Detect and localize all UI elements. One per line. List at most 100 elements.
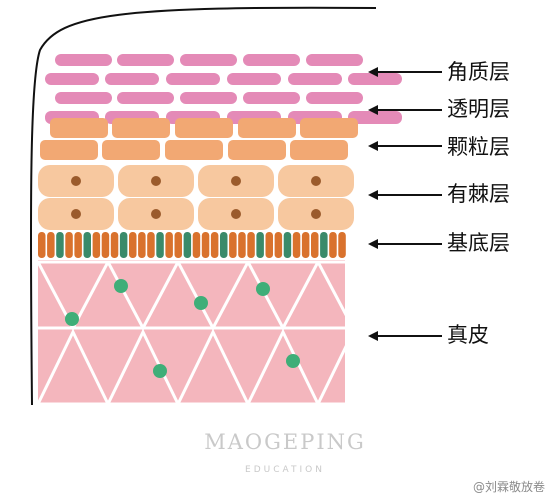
dermis-tissue (35, 260, 391, 406)
basal-cell (265, 232, 273, 258)
dermis-dot (65, 312, 79, 326)
dermis-triangle (35, 260, 111, 332)
cell-nucleus (311, 176, 321, 186)
brand-subtitle: EDUCATION (245, 465, 325, 475)
corneum-cell (243, 92, 300, 104)
basal-cell (256, 232, 264, 258)
granular-cell (290, 140, 348, 160)
basal-cell (183, 232, 192, 258)
corneum-cell (306, 54, 363, 66)
basal-cell (274, 232, 283, 258)
cell-nucleus (311, 209, 321, 219)
corneum-cell (105, 73, 159, 85)
watermark: @刘霖敬放卷 (472, 480, 545, 494)
basal-cell (329, 232, 337, 258)
stratum-corneum-cells (45, 54, 402, 104)
label-dermis: 真皮 (447, 323, 489, 347)
arrowhead (368, 67, 378, 77)
basal-cell (292, 232, 301, 258)
granular-cell (50, 118, 108, 138)
label-stratum-corneum: 角质层 (447, 60, 510, 84)
corneum-cell (288, 73, 342, 85)
basal-cell (65, 232, 73, 258)
basal-cell (38, 232, 46, 258)
dermis-dot (114, 279, 128, 293)
basal-cell (238, 232, 246, 258)
corneum-cell (166, 73, 220, 85)
cell-nucleus (231, 176, 241, 186)
skin-outline (29, 6, 377, 406)
corneum-cell (348, 73, 402, 85)
corneum-cell (55, 92, 112, 104)
arrowhead (368, 331, 378, 341)
cell-nucleus (71, 209, 81, 219)
basal-cell (83, 232, 91, 258)
cell-nucleus (231, 209, 241, 219)
basal-cell (74, 232, 82, 258)
label-stratum-spinosum: 有棘层 (447, 182, 510, 206)
basal-cell (301, 232, 310, 258)
basal-cell (156, 232, 164, 258)
dermis-dot (286, 354, 300, 368)
basal-cell (92, 232, 101, 258)
corneum-cell (180, 54, 237, 66)
basal-cell (56, 232, 64, 258)
dermis-dot (153, 364, 167, 378)
basal-cell (129, 232, 137, 258)
dermis-triangle (245, 328, 321, 406)
dermis-triangle (105, 260, 181, 332)
arrowhead (368, 141, 378, 151)
corneum-cell (306, 92, 363, 104)
dermis-dot (256, 282, 270, 296)
cell-nucleus (71, 176, 81, 186)
stratum-basale-cells (38, 232, 346, 258)
cell-nucleus (151, 176, 161, 186)
arrowhead (368, 190, 378, 200)
basal-cell (110, 232, 119, 258)
dermis-triangle (175, 260, 251, 332)
basal-cell (247, 232, 255, 258)
corneum-cell (55, 54, 112, 66)
granular-cell (112, 118, 170, 138)
dermis-triangle (175, 328, 251, 406)
granular-cell (175, 118, 233, 138)
basal-cell (101, 232, 110, 258)
dermis-dot (194, 296, 208, 310)
basal-cell (220, 232, 228, 258)
basal-cell (147, 232, 155, 258)
dermis-triangle (35, 328, 111, 406)
basal-cell (201, 232, 210, 258)
basal-cell (283, 232, 292, 258)
brand-logo-text: MAOGEPING (204, 430, 366, 454)
corneum-cell (117, 54, 174, 66)
basal-cell (229, 232, 237, 258)
cell-nucleus (151, 209, 161, 219)
basal-cell (210, 232, 219, 258)
granular-cell (40, 140, 98, 160)
granular-cell (238, 118, 296, 138)
corneum-cell (117, 92, 174, 104)
label-stratum-granulosum: 颗粒层 (447, 135, 510, 159)
corneum-cell (227, 73, 281, 85)
dermis-triangle (315, 260, 391, 332)
granular-cell (165, 140, 223, 160)
basal-cell (338, 232, 346, 258)
dermis-base (38, 260, 345, 405)
arrowhead (368, 105, 378, 115)
basal-cell (138, 232, 146, 258)
basal-cell (119, 232, 128, 258)
basal-cell (311, 232, 319, 258)
granular-cell (300, 118, 358, 138)
basal-cell (47, 232, 55, 258)
granular-cell (228, 140, 286, 160)
stratum-granulosum-cells (40, 118, 358, 160)
arrowhead (368, 239, 378, 249)
granular-cell (102, 140, 160, 160)
label-stratum-basale: 基底层 (447, 231, 510, 255)
dermis-triangle (315, 328, 391, 406)
label-stratum-lucidum: 透明层 (447, 97, 510, 121)
corneum-cell (243, 54, 300, 66)
lucidum-cell (348, 111, 402, 124)
corneum-cell (45, 73, 99, 85)
